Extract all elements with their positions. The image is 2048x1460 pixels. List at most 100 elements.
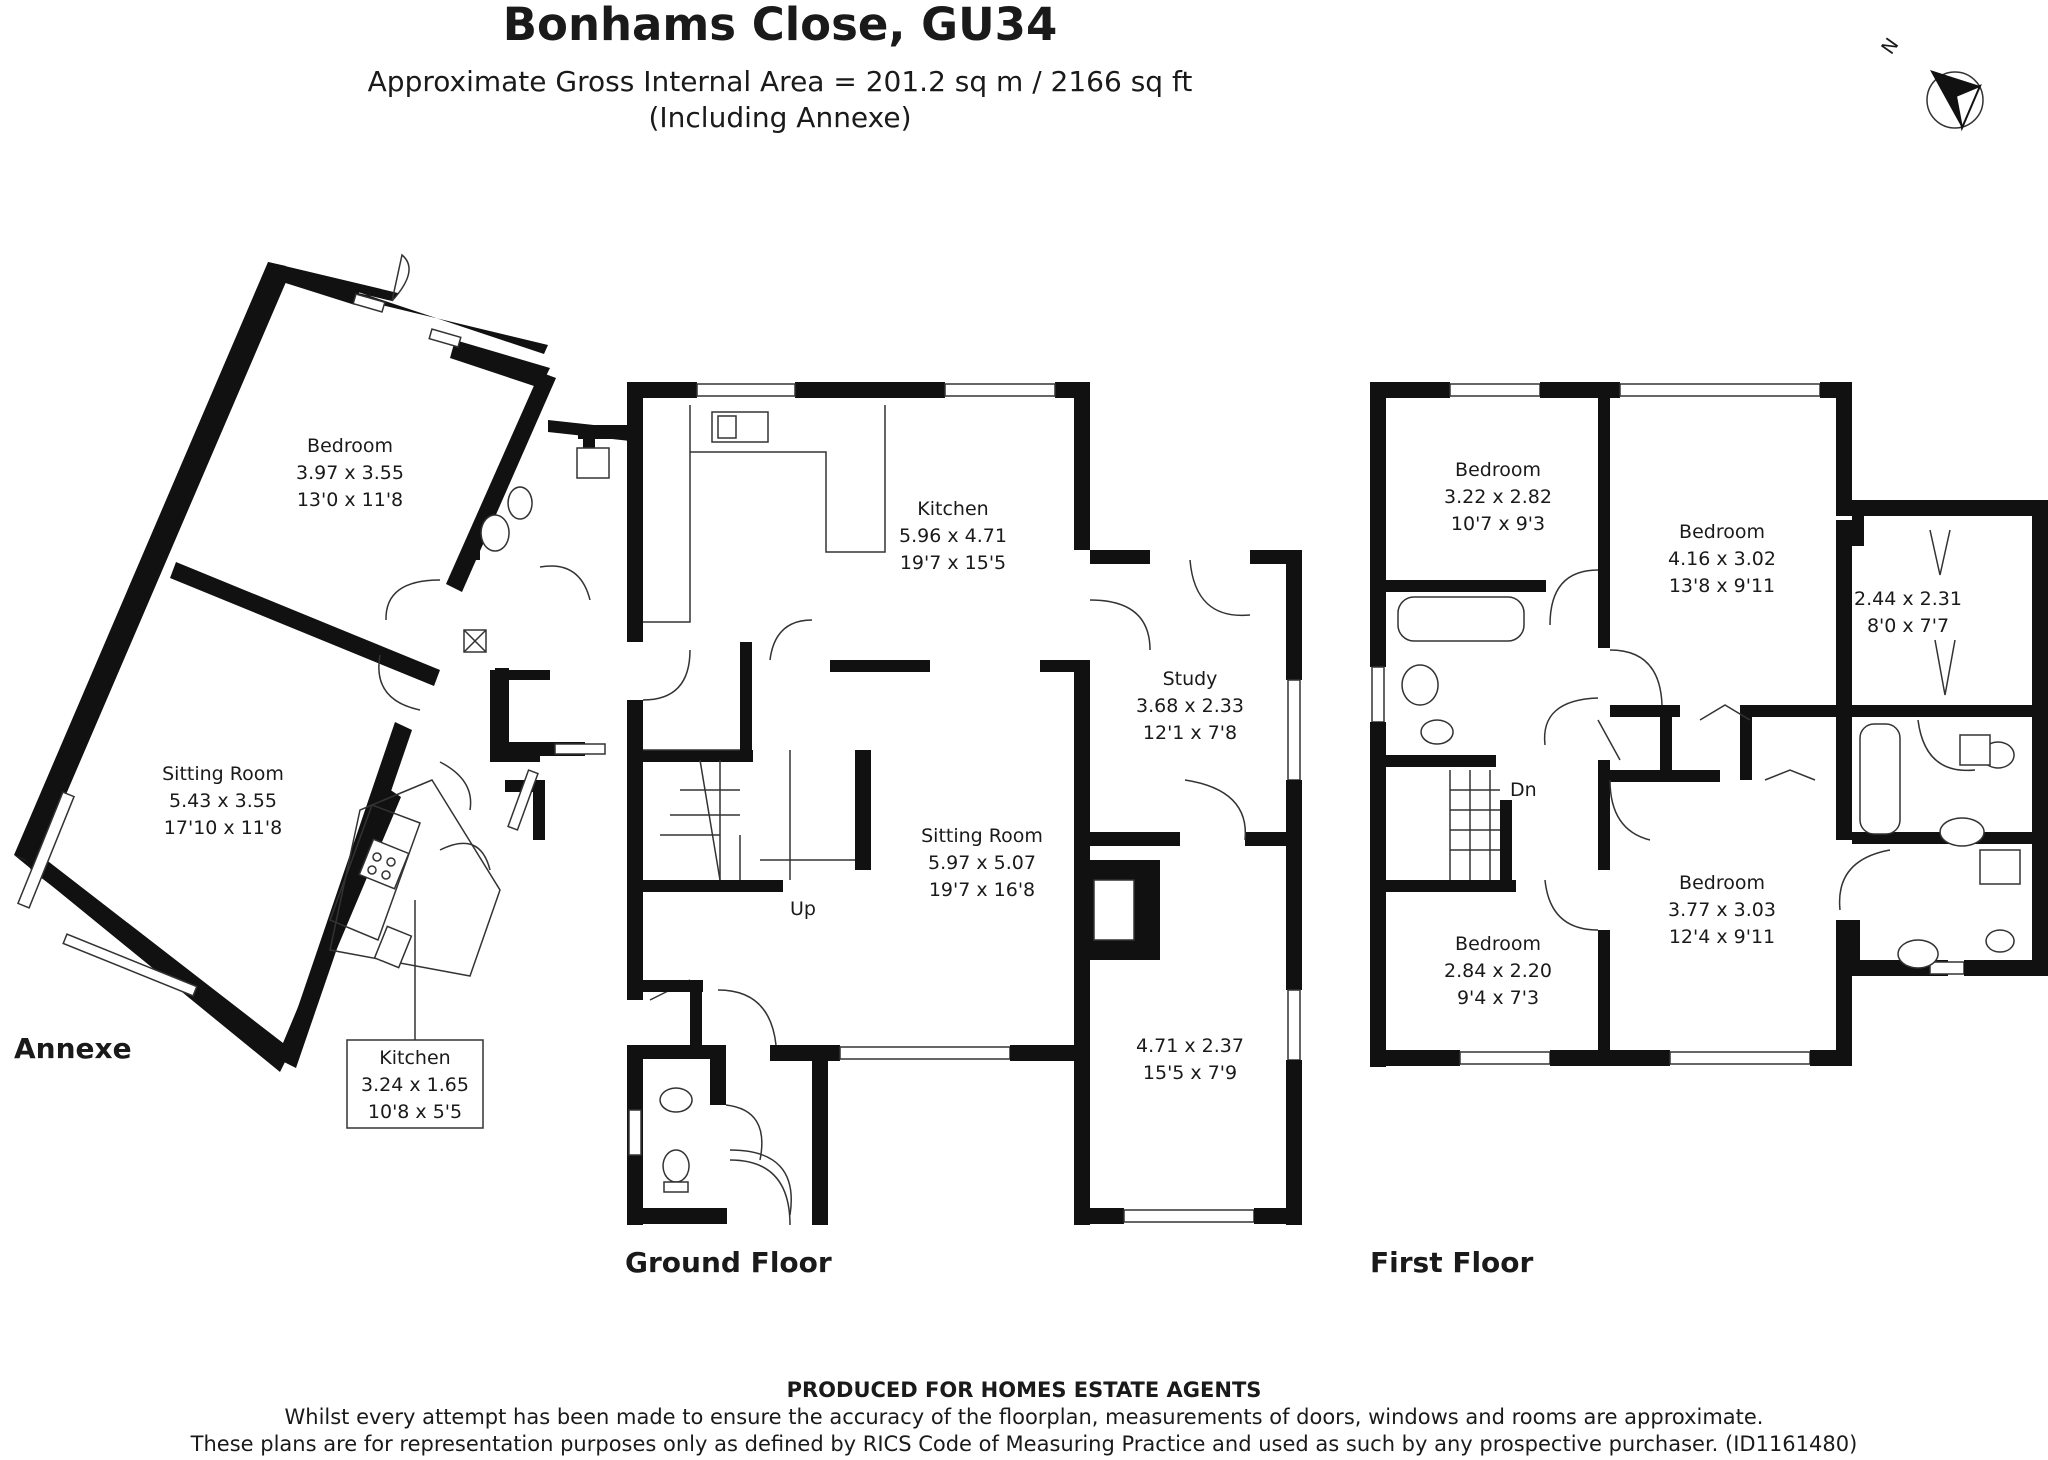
annexe-hob-icon [358, 838, 410, 890]
annexe-kitchen-wall [505, 780, 545, 840]
gf-divider-right [1040, 660, 1080, 672]
gf-garage-metric: 4.71 x 2.37 [1136, 1035, 1244, 1057]
annexe-sitting-imperial: 17'10 x 11'8 [164, 817, 282, 839]
ff-shower-icon [1959, 734, 1991, 766]
gf-study-wall-right [1286, 550, 1302, 680]
annexe-sink-icon [373, 925, 413, 969]
footer-producer: PRODUCED FOR HOMES ESTATE AGENTS [786, 1378, 1262, 1402]
gf-wall-top-left [627, 382, 697, 398]
gf-door-kitchen-hall [642, 649, 691, 701]
ff-wall-ext-top [1836, 500, 2048, 516]
annexe-wall-right-sit [280, 722, 412, 1068]
gf-door-wc [725, 1104, 763, 1161]
gf-door-porch [729, 1149, 792, 1216]
annexe-wall-top2 [450, 340, 550, 388]
gf-stair-bottom [643, 880, 783, 892]
gf-door-front [729, 1159, 791, 1226]
annexe-wall-left [14, 262, 286, 862]
gf-wall-bottom-sitting2 [1010, 1045, 1090, 1061]
ff-wall-stair-right [1500, 800, 1512, 880]
annexe-window-left [16, 791, 76, 909]
ff-window-bottom-right [1669, 1051, 1811, 1065]
ground-floor-plan [495, 382, 1302, 1226]
annexe-sitting-metric: 5.43 x 3.55 [169, 790, 277, 812]
gf-garage-bottom-right [1254, 1208, 1302, 1224]
gf-garage-bottom-left [1074, 1208, 1124, 1224]
gf-garage-door [1123, 1209, 1255, 1223]
ff-wall-landing-left [1598, 760, 1610, 870]
ff-wall-bath-bottom [1386, 755, 1496, 767]
gf-wc-cistern [663, 1181, 689, 1193]
ff-wall-dress-left [1852, 516, 1864, 546]
annexe-kitchen-imperial: 10'8 x 5'5 [368, 1101, 462, 1123]
ff-bed4-imperial: 9'4 x 7'3 [1457, 987, 1539, 1009]
ff-wall-bed2-bottom2 [1740, 705, 1840, 717]
footer-disclaimer-1: Whilst every attempt has been made to en… [284, 1405, 1764, 1429]
gf-study-wall-right2 [1286, 780, 1302, 990]
gf-wall-bottom-wc [627, 1208, 727, 1224]
gf-wall-porch-right [812, 1045, 828, 1225]
annexe-sitting-name: Sitting Room [162, 763, 284, 785]
gf-garage-window [1287, 989, 1301, 1061]
gf-door-stair [769, 619, 813, 661]
gf-wall-sitting-right [1074, 660, 1090, 950]
gf-wall-left-mid [627, 700, 643, 1000]
ff-wall-cup2 [1740, 705, 1752, 780]
ff-wall-bottom-mid [1550, 1050, 1670, 1066]
ff-wall-left-lower [1370, 722, 1386, 1067]
annexe-kitchen-window [507, 769, 539, 831]
ff-bed3-metric: 3.77 x 3.03 [1668, 899, 1776, 921]
annexe-door-shower [539, 565, 591, 601]
gf-study-name: Study [1163, 668, 1218, 690]
gf-door-study [1089, 599, 1151, 651]
gf-stair-wall [643, 750, 753, 762]
gf-kitchen-sink-icon [711, 411, 769, 443]
annexe-kitchen-counter [329, 804, 421, 941]
ff-bed4-name: Bedroom [1455, 933, 1541, 955]
annexe-note: (Including Annexe) [648, 101, 912, 134]
gf-kitchen-island [690, 405, 886, 553]
compass-ring [1926, 71, 1984, 129]
ff-wall-top-mid [1540, 382, 1620, 398]
ff-window-top-right [1619, 383, 1821, 397]
gf-patio-door [944, 383, 1056, 397]
annexe-inner-wall [470, 548, 480, 560]
ff-door-bed3 [1609, 779, 1651, 841]
hob-ring-4 [381, 870, 391, 880]
annexe-wall-bottom [14, 855, 286, 1072]
ff-door-bed4 [1544, 879, 1599, 931]
ff-door-bed1 [1549, 569, 1599, 626]
gf-window-wc [628, 1109, 642, 1156]
hob-ring-2 [386, 857, 396, 867]
gf-kitchen-name: Kitchen [917, 498, 988, 520]
gf-kitchen-metric: 5.96 x 4.71 [899, 525, 1007, 547]
gf-door-study-ext [1189, 559, 1251, 617]
gf-study-metric: 3.68 x 2.33 [1136, 695, 1244, 717]
ff-wall-top-left [1370, 382, 1450, 398]
gf-study-wall-top [1090, 550, 1150, 564]
ff-wall-bed1-right [1598, 398, 1610, 648]
annexe-kitchen-label-box [346, 1039, 484, 1129]
ff-bed1-metric: 3.22 x 2.82 [1444, 486, 1552, 508]
ground-floor-label: Ground Floor [625, 1246, 832, 1279]
annexe-bedroom-metric: 3.97 x 3.55 [296, 462, 404, 484]
compass-needle-light [1954, 84, 1982, 132]
gf-sitting-metric: 5.97 x 5.07 [928, 852, 1036, 874]
gf-window-top [696, 383, 796, 397]
annexe-window-top2 [428, 328, 462, 348]
annexe-door-sitting [378, 654, 421, 711]
gf-garage-wall-right [1286, 1060, 1302, 1225]
ff-ensuite-shower-icon [1979, 849, 2021, 885]
ff-dressing-metric: 2.44 x 2.31 [1854, 588, 1962, 610]
ff-basin-icon [1401, 664, 1439, 706]
gf-cupboard-wall3 [690, 980, 702, 1045]
ff-bed1-name: Bedroom [1455, 459, 1541, 481]
ff-ensuite-toilet-icon [1985, 929, 2015, 953]
gf-kitchen-counter [643, 405, 691, 623]
ff-stairs-down-label: Dn [1510, 779, 1537, 801]
gf-cupboard-wall [740, 642, 752, 762]
annexe-door-hall [439, 842, 491, 871]
gf-sink-bowl [717, 415, 737, 439]
annexe-shower-icon [576, 447, 610, 479]
